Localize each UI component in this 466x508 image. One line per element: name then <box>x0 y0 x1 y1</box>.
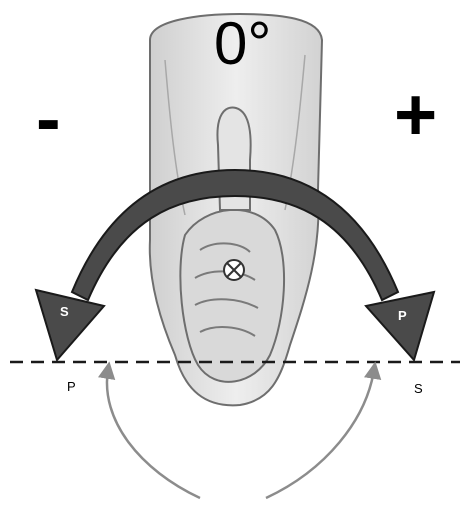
right-baseline-label: S <box>414 381 423 396</box>
plus-sign: + <box>394 78 437 152</box>
left-arrow-tip-label: S <box>60 304 69 319</box>
lower-arc-left <box>107 370 200 498</box>
angle-label: 0° <box>214 14 271 74</box>
minus-sign: - <box>36 82 61 156</box>
left-baseline-label: P <box>67 379 76 394</box>
right-arrow-tip-label: P <box>398 308 407 323</box>
right-arrowhead <box>366 292 434 360</box>
hand-shape <box>180 210 284 382</box>
left-arrowhead <box>36 290 104 360</box>
lower-arc-right <box>266 370 374 498</box>
neutral-marker <box>224 260 244 280</box>
